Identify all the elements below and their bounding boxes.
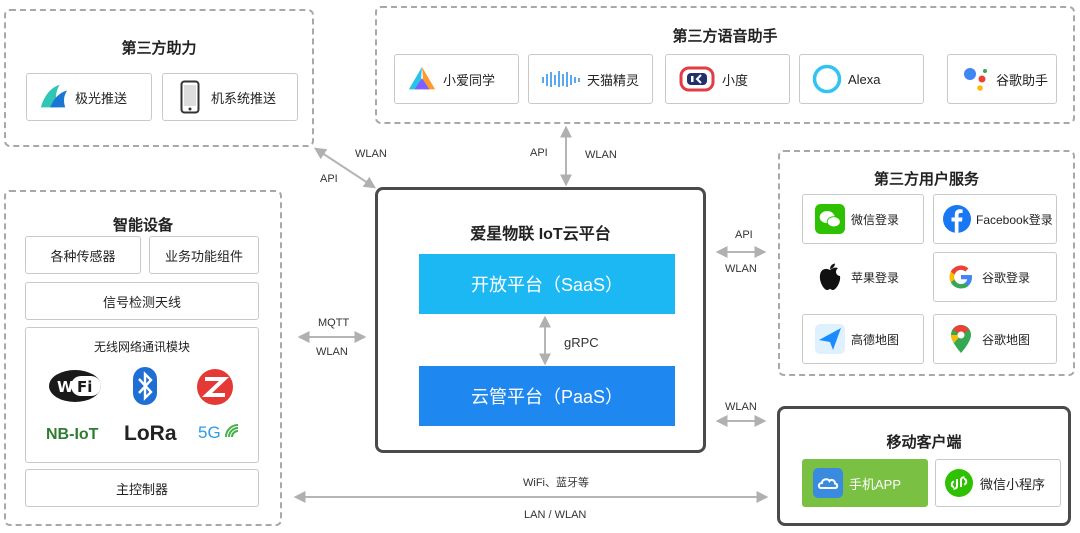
tmall-genie-logo-icon [541,64,581,94]
grpc-label: gRPC [564,335,599,350]
smart-devices-title: 智能设备 [112,217,173,234]
xiaodu-label: 小度 [722,72,749,88]
facebook-login-card[interactable]: Facebook登录 [933,194,1057,244]
xiaoai-label: 小爱同学 [443,72,496,88]
mobile-app-label: 手机APP [849,476,902,492]
wireless-module-title: 无线网络通讯模块 [93,340,190,354]
mobile-client-title: 移动客户端 [886,434,962,451]
third-party-assist-group: 第三方助力 极光推送 机系统推送 [4,9,314,147]
google-assistant-card[interactable]: 谷歌助手 [947,54,1057,104]
wechat-login-label: 微信登录 [851,212,900,227]
signal-antenna-label: 信号检测天线 [102,294,181,310]
facebook-icon [942,204,972,234]
sensors-label: 各种传感器 [50,248,116,264]
main-controller-label: 主控制器 [115,481,168,497]
5g-label: 5G [198,423,221,442]
google-login-card[interactable]: 谷歌登录 [933,252,1057,302]
bluetooth-icon [132,366,158,409]
jpush-card[interactable]: 极光推送 [26,73,152,121]
cloud-app-icon [813,468,843,498]
user-services-wlan-label: WLAN [725,263,757,275]
paas-platform-box[interactable]: 云管平台（PaaS） [419,366,675,426]
xiaoai-card[interactable]: 小爱同学 [394,54,519,104]
alexa-logo-icon [812,64,842,94]
tmall-genie-card[interactable]: 天猫精灵 [528,54,653,104]
google-login-label: 谷歌登录 [982,270,1031,285]
google-maps-card[interactable]: 谷歌地图 [933,314,1057,364]
system-push-card[interactable]: 机系统推送 [162,73,298,121]
svg-text:Fi: Fi [77,378,92,396]
jpush-label: 极光推送 [75,90,128,106]
saas-platform-label: 开放平台（SaaS） [470,275,624,295]
apple-login-label: 苹果登录 [851,270,900,285]
third-party-assist-title: 第三方助力 [121,40,197,57]
google-assistant-label: 谷歌助手 [996,72,1049,88]
voice-assistant-group: 第三方语音助手 小爱同学 天猫精灵 小度 Alexa 谷歌助手 [375,6,1075,124]
google-maps-label: 谷歌地图 [982,332,1031,347]
nb-iot-icon: NB-IoT [46,426,99,443]
sensors-card[interactable]: 各种传感器 [25,236,141,274]
saas-platform-box[interactable]: 开放平台（SaaS） [419,254,675,314]
signal-antenna-card[interactable]: 信号检测天线 [25,282,259,320]
mini-program-card[interactable]: 微信小程序 [935,459,1061,507]
facebook-login-label: Facebook登录 [976,212,1053,227]
assist-wlan-label: WLAN [355,148,387,160]
mini-program-label: 微信小程序 [980,476,1046,492]
assist-api-label: API [320,173,338,185]
device-wlan-label: WLAN [316,346,348,358]
user-services-api-label: API [735,229,753,241]
google-icon [946,262,976,292]
wechat-login-card[interactable]: 微信登录 [802,194,924,244]
xiaoai-logo-icon [407,64,437,94]
apple-login-card[interactable]: 苹果登录 [802,252,924,302]
mobile-client-group: 移动客户端 手机APP 微信小程序 [777,406,1071,526]
tmall-genie-label: 天猫精灵 [587,72,640,88]
lora-icon: LoRa [124,422,177,445]
amap-card[interactable]: 高德地图 [802,314,924,364]
mini-program-icon [944,468,974,498]
jpush-logo-icon [39,82,69,112]
user-services-group: 第三方用户服务 微信登录 Facebook登录 苹果登录 谷歌登录 高德地图 谷… [778,150,1075,376]
paas-platform-label: 云管平台（PaaS） [470,387,624,407]
wechat-icon [815,204,845,234]
business-components-label: 业务功能组件 [164,248,243,264]
zigbee-icon [196,368,234,409]
device-mqtt-label: MQTT [318,317,350,329]
alexa-card[interactable]: Alexa [799,54,924,104]
mobile-wlan-label: WLAN [725,401,757,413]
voice-api-label: API [530,147,548,159]
business-components-card[interactable]: 业务功能组件 [149,236,259,274]
iot-cloud-platform-group: 爱星物联 IoT云平台 开放平台（SaaS） 云管平台（PaaS） gRPC [375,187,706,453]
assist-platform-arrow [313,147,377,189]
amap-label: 高德地图 [851,332,900,347]
bottom-lan-wlan-label: LAN / WLAN [524,509,587,521]
google-maps-icon [946,324,976,354]
5g-icon: 5G [198,423,240,443]
user-services-title: 第三方用户服务 [873,171,979,188]
main-controller-card[interactable]: 主控制器 [25,469,259,507]
mobile-app-card[interactable]: 手机APP [802,459,928,507]
iot-cloud-platform-title: 爱星物联 IoT云平台 [470,226,611,243]
amap-icon [815,324,845,354]
svg-text:Wi: Wi [57,378,79,396]
xiaodu-card[interactable]: 小度 [665,54,790,104]
voice-wlan-label: WLAN [585,149,617,161]
xiaodu-logo-icon [678,64,716,94]
voice-assistant-title: 第三方语音助手 [672,28,778,45]
phone-icon [175,80,205,114]
google-assistant-logo-icon [960,64,990,94]
alexa-label: Alexa [848,71,881,87]
apple-icon [815,262,845,292]
bottom-wifi-bluetooth-label: WiFi、蓝牙等 [523,477,589,489]
system-push-label: 机系统推送 [211,90,277,106]
